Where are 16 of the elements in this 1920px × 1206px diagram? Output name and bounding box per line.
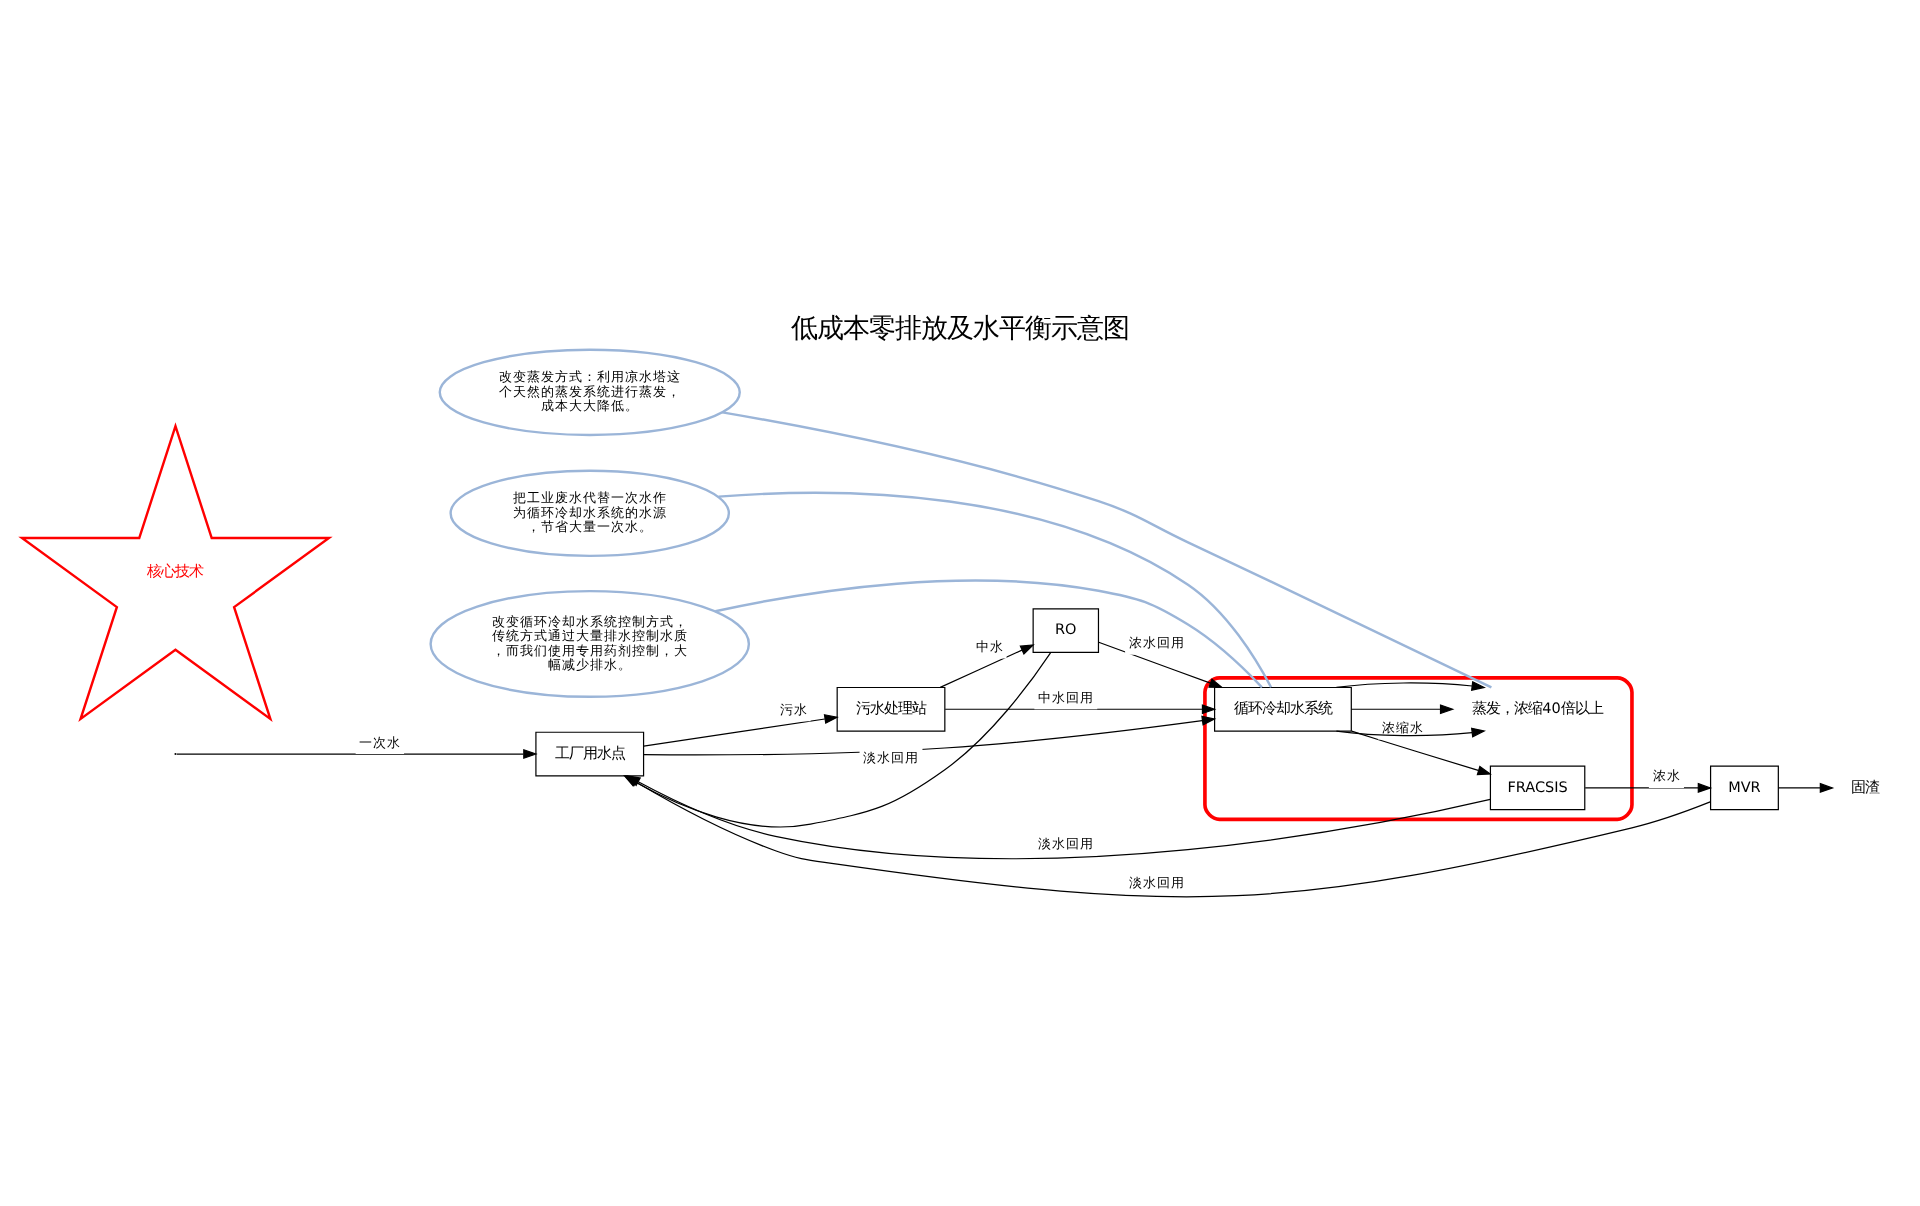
arrow bbox=[643, 714, 1217, 755]
arrow bbox=[1777, 781, 1835, 792]
arrow bbox=[939, 643, 1035, 687]
connector bbox=[718, 490, 1273, 687]
arrow bbox=[1335, 679, 1486, 690]
arrow bbox=[1584, 781, 1713, 792]
connector bbox=[715, 578, 1263, 688]
connector bbox=[722, 410, 1492, 688]
arrow bbox=[1350, 703, 1455, 714]
arrow bbox=[643, 713, 839, 746]
arrow bbox=[176, 747, 538, 759]
arrow bbox=[1098, 640, 1224, 687]
arrow bbox=[1351, 729, 1492, 775]
arrow bbox=[944, 703, 1217, 714]
arrow bbox=[1335, 726, 1486, 737]
diagram-title: 低成本零排放及水平衡示意图 bbox=[790, 313, 1129, 344]
